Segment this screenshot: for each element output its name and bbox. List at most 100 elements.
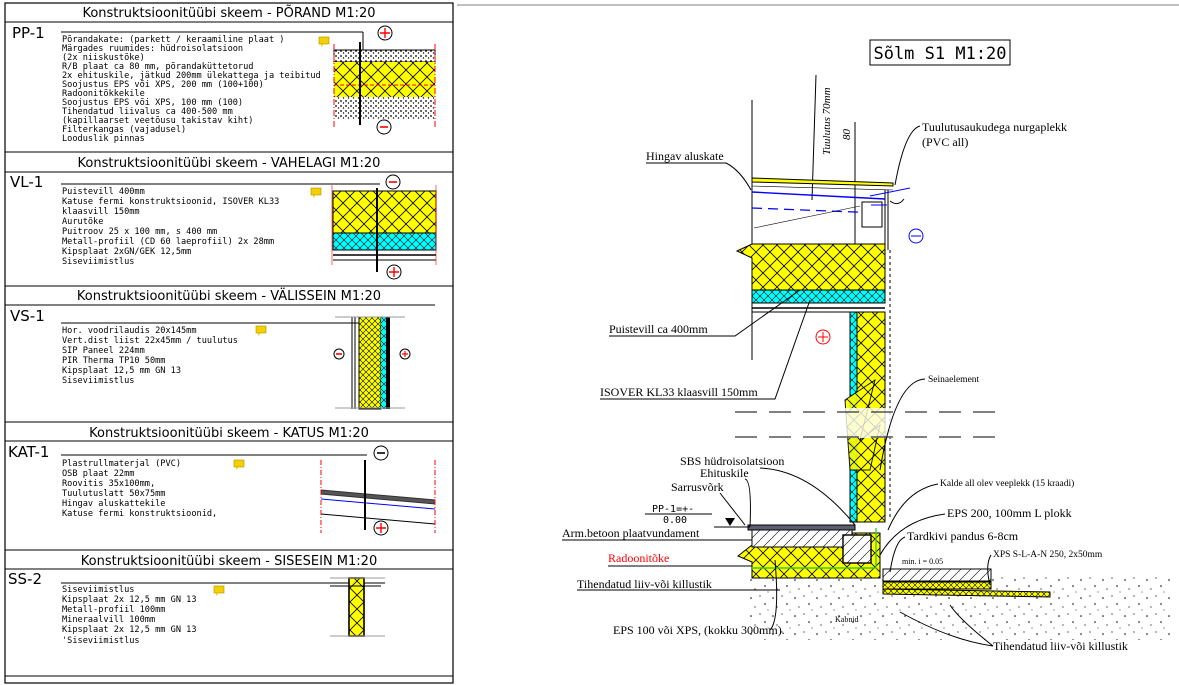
label-kalde-veeplekk: Kalde all olev veeplekk (15 kraadi)	[940, 478, 1074, 489]
label-puistevill: Puistevill ca 400mm	[609, 322, 708, 336]
section-sisesein: Konstruktsioonitüübi skeem - SISESEIN M1…	[5, 549, 453, 646]
label-slope: min. i = 0.05	[902, 557, 943, 566]
section-porand: Konstruktsioonitüübi skeem - PÕRAND M1:2…	[5, 5, 453, 144]
layer-line: Soojustus EPS või XPS, 200 mm (100+100)	[62, 80, 264, 90]
plus-icon	[399, 348, 411, 360]
section-code: PP-1	[12, 24, 45, 42]
layer-list: Põrandakate: (parkett / keraamiline plaa…	[62, 35, 321, 144]
roof-edge	[751, 177, 911, 250]
label-ehituskile: Ehituskile	[700, 466, 749, 480]
minus-icon	[376, 119, 392, 135]
label-radoonitoke: Radoonitõke	[608, 551, 669, 565]
label-sbs: SBS hüdroisolatsioon	[680, 454, 784, 468]
label-isover: ISOVER KL33 klaasvill 150mm	[600, 385, 758, 399]
layer-line: R/B plaat ca 80 mm, põrandaküttetorud	[62, 62, 253, 72]
label-seinaelement: Seinaelement	[928, 375, 980, 385]
section-header: Konstruktsioonitüübi skeem - VÄLISSEIN M…	[77, 288, 381, 304]
layer-line: Roovitis 35x100mm,	[62, 479, 155, 489]
label-tihendatud-1: Tihendatud liiv-või killustik	[577, 577, 712, 591]
layer-line: SIP Paneel 224mm	[62, 346, 145, 356]
dimension-80: 80	[841, 129, 853, 141]
layer-line: Plastrullmaterjal (PVC)	[62, 459, 181, 469]
section-header: Konstruktsioonitüübi skeem - KATUS M1:20	[89, 426, 369, 441]
layer-line: Tuulutuslatt 50x75mm	[62, 489, 165, 499]
section-code: VL-1	[10, 173, 43, 191]
comment-icon[interactable]	[213, 585, 225, 596]
layer-line: Hor. voodrilaudis 20x145mm	[62, 326, 197, 336]
layer-line: Siseviimistlus	[62, 257, 134, 267]
label-corner-flashing: Tuulutusaukudega nurgaplekk	[922, 120, 1067, 134]
layer-line: Metall-profiil (CD 60 laeprofiil) 2x 28m…	[62, 237, 274, 247]
plus-icon	[815, 329, 831, 345]
layer-line: Mineraalvill 100mm	[62, 615, 155, 625]
section-katus: Konstruktsioonitüübi skeem - KATUS M1:20…	[5, 421, 453, 536]
layer-line: Katuse fermi konstruktsioonid, ISOVER KL…	[62, 197, 279, 207]
plus-icon	[373, 520, 389, 536]
section-valissein: Konstruktsioonitüübi skeem - VÄLISSEIN M…	[5, 285, 453, 410]
label-tihendatud-2: Tihendatud liiv-või killustik	[993, 639, 1128, 653]
ventilation-dimension: Tuulutus 70mm	[821, 87, 833, 155]
section-vahelagi: Konstruktsioonitüübi skeem - VAHELAGI M1…	[5, 151, 453, 280]
layer-line: 'Siseviimistlus	[62, 636, 140, 646]
section-code: KAT-1	[8, 443, 49, 461]
layer-list: Hor. voodrilaudis 20x145mm Vert.dist lii…	[62, 326, 238, 386]
layer-line: Looduslik pinnas	[62, 134, 145, 144]
node-detail-s1: Sõlm S1 M1:20 Tuulutus 70mm 80	[457, 4, 1179, 653]
layer-line: Radoonitõkkekile	[62, 89, 145, 99]
layer-line: Kipsplaat 2x 12,5 mm GN 13	[62, 625, 197, 635]
detail-title-box: Sõlm S1 M1:20	[869, 39, 1011, 66]
callouts: Hingav aluskate Tuulutusaukudega nurgapl…	[562, 120, 1128, 653]
layer-line: Märgades ruumides: hüdroisolatsioon	[62, 44, 243, 54]
layer-line: Vert.dist liist 22x45mm / tuulutus	[62, 336, 238, 346]
layer-line: Metall-profiil 100mm	[62, 605, 165, 615]
comment-icon[interactable]	[310, 187, 322, 198]
layer-line: klaasvill 150mm	[62, 207, 140, 217]
layer-line: Aurutõke	[62, 217, 103, 227]
layer-line: Hingav aluskattekile	[62, 499, 165, 509]
construction-types-panel: Konstruktsioonitüübi skeem - PÕRAND M1:2…	[4, 2, 454, 684]
wall-element	[735, 250, 1005, 523]
layer-line: Soojustus EPS või XPS, 100 mm (100)	[62, 98, 243, 108]
katus-section-swatch	[320, 460, 436, 533]
vahelagi-section-swatch	[331, 185, 437, 272]
comment-icon[interactable]	[233, 459, 245, 470]
layer-list: Siseviimistlus Kipsplaat 2x 12,5 mm GN 1…	[62, 585, 197, 646]
section-code: VS-1	[10, 307, 45, 325]
section-header: Konstruktsioonitüübi skeem - PÕRAND M1:2…	[82, 5, 375, 21]
layer-line: Puistevill 400mm	[62, 187, 145, 197]
ceiling-insulation	[735, 243, 886, 313]
layer-line: Siseviimistlus	[62, 376, 134, 386]
layer-line: Katuse fermi konstruktsioonid,	[62, 509, 217, 519]
layer-line: Puitroov 25 x 100 mm, s 400 mm	[62, 227, 217, 237]
level-value: 0.00	[663, 515, 687, 526]
minus-icon	[373, 445, 389, 461]
label-hingav-aluskate: Hingav aluskate	[646, 149, 724, 163]
plus-icon	[377, 25, 393, 41]
layer-line: Siseviimistlus	[62, 585, 134, 595]
porand-section-swatch	[333, 32, 436, 128]
layer-line: (kapillaarset veetõusu takistav kiht)	[62, 116, 253, 126]
label-armbetoon: Arm.betoon plaatvundament	[562, 526, 700, 540]
foundation	[737, 524, 1170, 640]
layer-line: Filterkangas (vajadusel)	[62, 125, 186, 135]
layer-list: Plastrullmaterjal (PVC) OSB plaat 22mm R…	[62, 459, 217, 519]
minus-icon	[333, 348, 345, 360]
label-pvc: (PVC all)	[922, 135, 968, 149]
layer-line: PIR Therma TP10 50mm	[62, 356, 165, 366]
comment-icon[interactable]	[318, 36, 330, 47]
sisesein-section-swatch	[330, 577, 385, 637]
label-tardkivi: Tardkivi pandus 6-8cm	[907, 529, 1019, 543]
layer-line: Kipsplaat 2xGN/GEK 12,5mm	[62, 247, 191, 257]
minus-icon	[385, 174, 401, 190]
layer-line: OSB plaat 22mm	[62, 469, 134, 479]
label-kabnid: Kabnid	[835, 615, 859, 624]
comment-icon[interactable]	[255, 325, 267, 336]
plus-icon	[386, 264, 402, 280]
layer-line: 2x ehituskile, jätkud 200mm ülekattega j…	[62, 71, 321, 81]
layer-line: Kipsplaat 2x 12,5 mm GN 13	[62, 595, 197, 605]
label-xps: XPS S-L-A-N 250, 2x50mm	[993, 550, 1103, 560]
layer-line: Tihendatud liivalus ca 400-500 mm	[62, 107, 233, 117]
layer-line: (2x niiskustõke)	[62, 53, 145, 63]
section-header: Konstruktsioonitüübi skeem - VAHELAGI M1…	[78, 156, 381, 171]
